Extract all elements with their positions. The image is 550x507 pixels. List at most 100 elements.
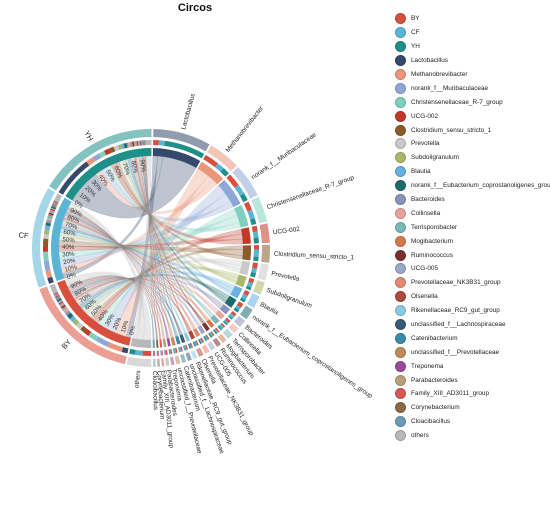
sample-composition-cf-ruminococcus (48, 212, 54, 216)
legend-swatch (395, 249, 406, 261)
taxon-composition-unclassified-f-lachnospiraceae-cf (183, 345, 187, 351)
segment-outer-collinsella (228, 323, 239, 334)
legend-item-norank-f-eubacterium-coprostanoligenes-group: norank_f__Eubacterium_coprostanoligenes_… (395, 179, 550, 193)
segment-olsenella (188, 330, 196, 340)
taxon-composition-catenibacterium-yh (178, 347, 181, 353)
ribbon-yh-others (132, 155, 152, 340)
sample-composition-by-norank-f-eubacterium-coprostanoligenes-group (66, 312, 74, 320)
sample-composition-yh-catenibacterium (140, 140, 142, 146)
legend-item-terrisporobacter: Terrisporobacter (395, 220, 550, 234)
legend-swatch (395, 13, 406, 25)
percent-tick-cf-6: 60% (63, 229, 77, 238)
legend-label: Clostridium_sensu_stricto_1 (411, 126, 492, 134)
legend-swatch (395, 55, 406, 67)
legend-label: CF (411, 29, 420, 37)
legend-item-blautia: Blautia (395, 165, 550, 179)
sample-composition-yh-ucg-005 (133, 141, 136, 147)
taxon-composition-olsenella-by (195, 340, 199, 346)
sample-composition-by-bacteroides (65, 310, 71, 316)
segment-christensenellaceae-r-7-group (234, 205, 249, 228)
sample-composition-by-terrisporobacter (62, 306, 68, 311)
percent-tick-by-2: 20% (112, 316, 124, 331)
legend-item-cf: CF (395, 26, 550, 40)
taxon-composition-methanobrevibacter-cf (214, 163, 224, 172)
taxon-composition-others-cf (134, 349, 143, 356)
percent-tick-cf-0: 0% (66, 271, 77, 281)
sample-composition-yh-norank-f-muribaculaceae (92, 153, 102, 162)
ribbon-yh-norank-f-eubacterium-coprostanoligenes-group (127, 158, 227, 304)
percent-tick-cf-9: 90% (69, 207, 84, 219)
percent-tick-yh-9: 90% (139, 159, 147, 173)
sample-composition-yh-collinsella (127, 142, 131, 148)
taxon-composition-cloacibacillus-yh (152, 350, 154, 356)
percent-tick-yh-6: 60% (112, 165, 124, 180)
percent-tick-by-1: 10% (120, 319, 131, 333)
segment-outer-terrisporobacter (222, 328, 233, 339)
taxon-composition-olsenella-cf (193, 341, 198, 347)
sample-composition-cf-olsenella (50, 208, 56, 212)
legend-swatch (395, 138, 406, 150)
segment-outer-corynebacterium (157, 358, 160, 367)
legend-label: Treponema (411, 362, 444, 370)
taxon-composition-parabacteroides-cf (164, 349, 167, 356)
legend-label: Cloacibacillus (411, 418, 451, 426)
sample-composition-cf-christensenellaceae-r-7-group (43, 251, 49, 261)
legend-label: Family_XIII_AD3011_group (411, 390, 490, 398)
legend-swatch (395, 332, 406, 344)
legend-swatch (395, 402, 406, 414)
segment-mogibacterium (206, 319, 215, 328)
legend-swatch (395, 152, 406, 164)
taxon-composition-unclassified-f-prevotellaceae-by (175, 347, 178, 354)
taxon-composition-lactobacillus-cf (158, 140, 165, 146)
segment-yh (65, 147, 152, 201)
segment-outer-blautia (246, 293, 260, 309)
segment-outer-subdoligranulum (253, 280, 265, 295)
sample-composition-by-catenibacterium (56, 297, 62, 301)
legend-item-subdoligranulum: Subdoligranulum (395, 151, 550, 165)
legend-item-ucg-005: UCG-005 (395, 262, 550, 276)
sample-composition-by-cloacibacillus (53, 291, 58, 295)
segment-label-corynebacterium: Corynebacterium (155, 371, 165, 420)
legend-item-prevotella: Prevotella (395, 137, 550, 151)
taxon-composition-ucg-002-yh (253, 237, 259, 244)
percent-tick-yh-8: 80% (130, 160, 139, 174)
legend-label: Lactobacillus (411, 57, 448, 65)
legend-label: YH (411, 43, 420, 51)
ribbon-by-mogibacterium (74, 277, 210, 321)
sample-composition-cf-treponema (52, 202, 58, 206)
sample-composition-cf-unclassified-f-prevotellaceae (51, 203, 58, 207)
legend-label: norank_f__Eubacterium_coprostanoligenes_… (411, 182, 550, 190)
sample-composition-by-mogibacterium (61, 305, 67, 310)
ribbon-cf-others (68, 201, 145, 340)
segment-label-others: others (134, 370, 143, 388)
sample-composition-yh-rikenellaceae-rc9-gut-group (138, 140, 141, 146)
taxon-composition-collinsella-yh (222, 320, 228, 326)
segment-outer-ucg-005 (207, 341, 216, 351)
sample-composition-by-lactobacillus (121, 347, 129, 354)
segment-outer-cloacibacillus (153, 358, 156, 367)
segment-outer-others (126, 356, 152, 367)
taxon-composition-ucg-005-cf (204, 335, 209, 341)
segment-outer-ucg-002 (259, 223, 270, 244)
legend-label: Catenibacterium (411, 334, 458, 342)
sample-composition-by-blautia (69, 315, 77, 323)
taxon-composition-christensenellaceae-r-7-group-by (243, 201, 253, 212)
chord-ribbons (58, 155, 244, 341)
taxon-composition-prevotellaceae-nk3b31-group-by (200, 337, 205, 343)
taxon-composition-methanobrevibacter-by (203, 154, 218, 168)
segment-cloacibacillus (152, 339, 155, 348)
segment-outer-prevotellaceae-nk3b31-group (201, 344, 210, 354)
sample-composition-cf-subdoligranulum (43, 229, 50, 235)
legend-swatch (395, 305, 406, 317)
legend-item-norank-f-muribaculaceae: norank_f__Muribaculaceae (395, 81, 550, 95)
segment-label-prevotella: Prevotella (271, 270, 301, 283)
segment-outer-family-xiii-ad3011-group (161, 358, 165, 367)
ribbon-by-methanobrevibacter (113, 168, 209, 337)
taxon-composition-ucg-002-by (251, 225, 258, 233)
ribbon-yh-mogibacterium (133, 157, 208, 322)
legend-item-bacteroides: Bacteroides (395, 193, 550, 207)
sample-composition-by-ruminococcus (60, 304, 66, 309)
legend-label: BY (411, 15, 420, 23)
segment-outer-olsenella (195, 347, 204, 357)
legend-swatch (395, 319, 406, 331)
